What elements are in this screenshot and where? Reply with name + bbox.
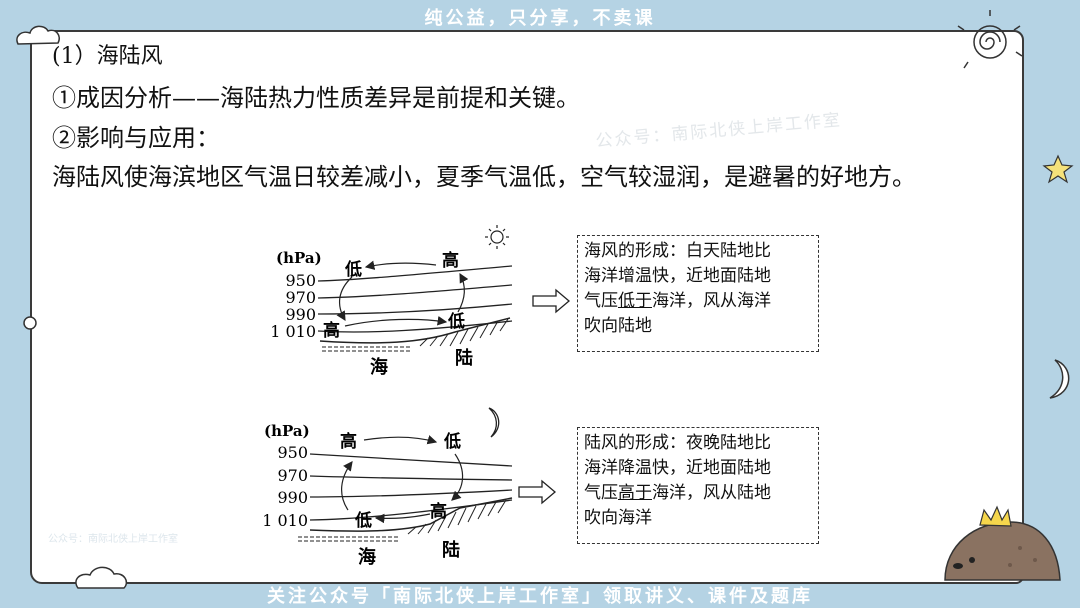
night-level-990: 990: [277, 488, 308, 507]
night-lower-right-pressure: 高: [430, 501, 447, 522]
day-upper-left-pressure: 低: [344, 259, 362, 280]
day-circulation-arrows: [336, 260, 469, 327]
day-diagram: (hPa) 950 970 990 1 010: [270, 225, 571, 378]
night-sea-label: 海: [358, 546, 376, 568]
day-land-label: 陆: [455, 347, 473, 369]
sea-breeze-line-4: 吹向陆地: [584, 316, 652, 336]
sea-breeze-explanation: 海风的形成：白天陆地比 海洋增温快，近地面陆地 气压低于海洋，风从海洋 吹向陆地: [577, 235, 819, 352]
night-level-1010: 1 010: [262, 511, 308, 530]
bottom-banner: 关注公众号「南际北侠上岸工作室」领取讲义、课件及题库: [267, 586, 813, 607]
cloud-icon-bottom: [75, 566, 128, 589]
sea-breeze-line-3b: 海洋，风从海洋: [652, 291, 771, 311]
impact-heading: ②影响与应用：: [52, 124, 220, 152]
day-level-950: 950: [285, 271, 316, 290]
land-breeze-line-3b: 海洋，风从陆地: [652, 483, 771, 503]
day-sea-dashes: [322, 346, 412, 352]
night-isobars: [309, 453, 513, 521]
land-breeze-line-3a: 气压: [584, 483, 618, 503]
impact-text: 海陆风使海滨地区气温日较差减小，夏季气温低，空气较湿润，是避暑的好地方。: [52, 163, 916, 191]
night-pointer-arrow: [518, 479, 557, 505]
hedgehog-mascot: [944, 505, 1061, 581]
land-breeze-explanation: 陆风的形成：夜晚陆地比 海洋降温快，近地面陆地 气压高于海洋，风从陆地 吹向海洋: [577, 427, 819, 544]
day-unit-label: (hPa): [276, 249, 322, 267]
night-land-hatch: [407, 499, 507, 535]
land-breeze-keyword: 高于: [618, 483, 652, 503]
land-breeze-line-4: 吹向海洋: [584, 508, 652, 528]
crescent-icon: [1049, 359, 1070, 399]
moon-icon: [488, 407, 500, 438]
top-banner: 纯公益，只分享，不卖课: [424, 8, 656, 29]
night-coastline: [309, 497, 513, 532]
day-level-1010: 1 010: [270, 322, 316, 341]
sun-icon: [485, 225, 509, 249]
night-level-970: 970: [277, 466, 308, 485]
night-diagram: (hPa) 950 970 990 1 010 高: [262, 407, 557, 568]
day-lower-left-pressure: 高: [323, 320, 340, 341]
night-upper-right-pressure: 低: [443, 431, 461, 452]
spiral-sun-icon: [957, 10, 1023, 69]
day-upper-right-pressure: 高: [442, 250, 459, 271]
night-sea-dashes: [298, 536, 400, 542]
night-level-950: 950: [277, 443, 308, 462]
section-heading: (1）海陆风: [52, 44, 163, 69]
day-coastline: [319, 317, 511, 344]
sea-breeze-line-3a: 气压: [584, 291, 618, 311]
sea-breeze-line-3: 气压低于海洋，风从海洋: [584, 289, 812, 314]
night-land-label: 陆: [442, 539, 460, 561]
cloud-icon: [16, 25, 60, 45]
day-level-990: 990: [285, 305, 316, 324]
star-icon: [1042, 154, 1074, 184]
dot-icon: [23, 316, 37, 330]
sea-breeze-keyword: 低于: [618, 291, 652, 311]
watermark-small: 公众号：南际北侠上岸工作室: [48, 534, 178, 545]
night-upper-left-pressure: 高: [340, 431, 357, 452]
day-land-hatch: [419, 318, 509, 347]
night-unit-label: (hPa): [264, 422, 310, 440]
day-pointer-arrow: [532, 288, 571, 314]
day-sea-label: 海: [370, 356, 388, 378]
sea-breeze-line-1: 海风的形成：白天陆地比: [584, 241, 771, 261]
land-breeze-line-3: 气压高于海洋，风从陆地: [584, 481, 812, 506]
day-level-970: 970: [285, 288, 316, 307]
land-breeze-line-1: 陆风的形成：夜晚陆地比: [584, 433, 771, 453]
land-breeze-line-2: 海洋降温快，近地面陆地: [584, 458, 771, 478]
day-lower-right-pressure: 低: [447, 311, 465, 332]
night-circulation-arrows: [341, 435, 464, 524]
night-lower-left-pressure: 低: [354, 510, 372, 531]
sea-breeze-line-2: 海洋增温快，近地面陆地: [584, 266, 771, 286]
cause-analysis: ①成因分析——海陆热力性质差异是前提和关键。: [52, 84, 580, 112]
